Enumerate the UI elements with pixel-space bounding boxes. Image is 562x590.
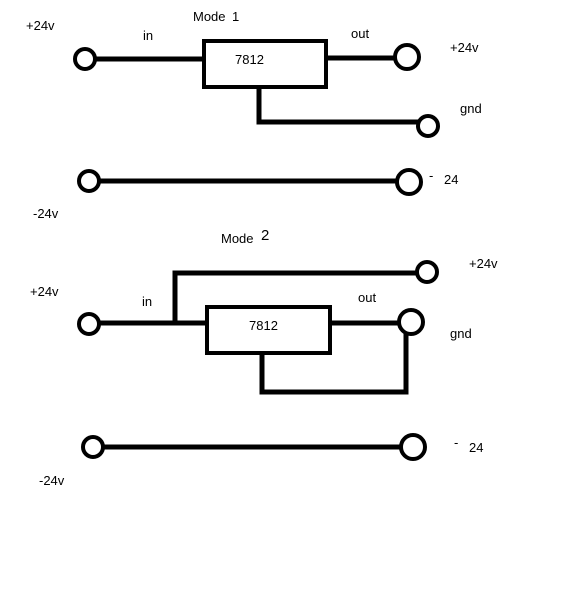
mode1-title-number: 1 bbox=[232, 9, 239, 24]
mode2-input-voltage-label: +24v bbox=[30, 284, 59, 299]
mode1-circuit: Mode 1 +24v in out +24v gnd 7812 -24v - … bbox=[26, 9, 482, 221]
mode2-in-label: in bbox=[142, 294, 152, 309]
mode1-gnd-label: gnd bbox=[460, 101, 482, 116]
mode1-input-terminal bbox=[73, 47, 97, 71]
mode1-negative-left-label: -24v bbox=[33, 206, 59, 221]
mode2-negative-left-terminal bbox=[81, 435, 105, 459]
mode1-title-word: Mode bbox=[193, 9, 226, 24]
mode2-negative-left-label: -24v bbox=[39, 473, 65, 488]
mode2-regulator-label: 7812 bbox=[249, 318, 278, 333]
mode2-out-label: out bbox=[358, 290, 376, 305]
mode1-output-terminal bbox=[393, 43, 421, 71]
mode2-negative-right-terminal bbox=[399, 433, 427, 461]
mode2-ground-loop-wire bbox=[259, 330, 409, 395]
mode1-regulator-box bbox=[202, 39, 328, 89]
mode2-circuit: Mode 2 +24v in out +24v gnd 7812 -24v - … bbox=[30, 227, 498, 488]
mode1-ground-wire bbox=[256, 85, 419, 125]
mode2-regulator-box bbox=[205, 305, 332, 355]
mode1-in-label: in bbox=[143, 28, 153, 43]
mode1-negative-right-value: 24 bbox=[444, 172, 458, 187]
mode1-output-voltage-label: +24v bbox=[450, 40, 479, 55]
mode2-title-number: 2 bbox=[261, 227, 269, 244]
mode1-ground-terminal bbox=[416, 114, 440, 138]
mode2-output-voltage-label: +24v bbox=[469, 256, 498, 271]
mode1-input-voltage-label: +24v bbox=[26, 18, 55, 33]
mode2-output-terminal bbox=[415, 260, 439, 284]
mode2-negative-right-dash: - bbox=[454, 435, 458, 450]
mode1-negative-left-terminal bbox=[77, 169, 101, 193]
mode2-ground-terminal bbox=[397, 308, 425, 336]
mode1-negative-right-terminal bbox=[395, 168, 423, 196]
mode2-bypass-wire bbox=[172, 270, 418, 326]
mode1-negative-right-dash: - bbox=[429, 168, 433, 183]
mode1-out-label: out bbox=[351, 26, 369, 41]
mode2-input-terminal bbox=[77, 312, 101, 336]
mode2-negative-right-value: 24 bbox=[469, 440, 483, 455]
mode2-gnd-label: gnd bbox=[450, 326, 472, 341]
mode2-title-word: Mode bbox=[221, 231, 254, 246]
mode1-regulator-label: 7812 bbox=[235, 52, 264, 67]
